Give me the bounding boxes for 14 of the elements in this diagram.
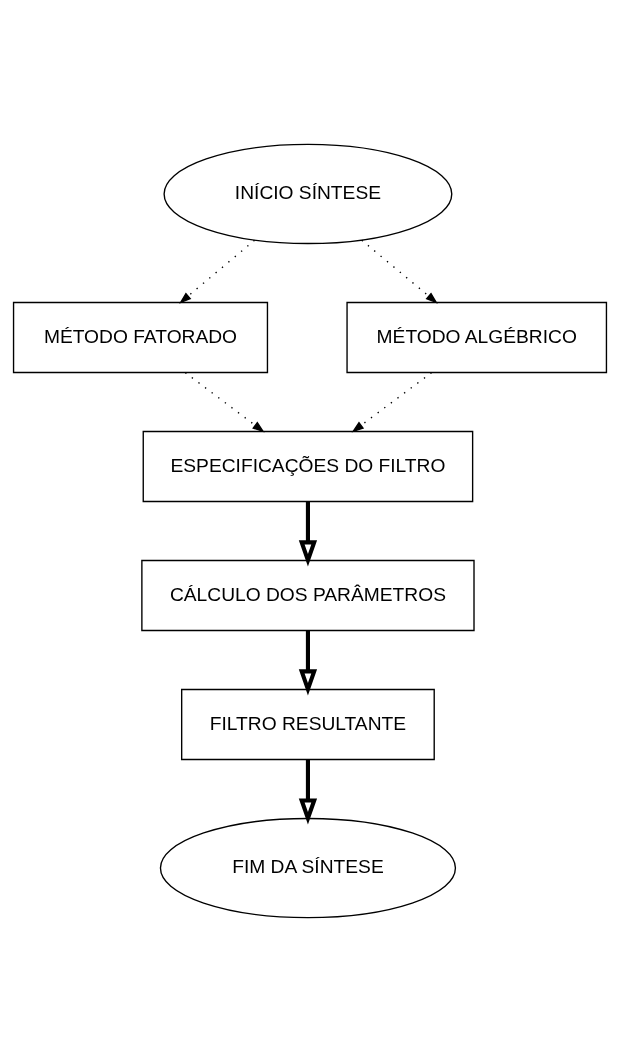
arrow	[298, 501, 318, 566]
arrow	[361, 239, 438, 304]
arrow	[184, 371, 265, 432]
node-box: CÁLCULO DOS PARÂMETROS	[141, 559, 475, 631]
node-box: MÉTODO FATORADO	[12, 301, 269, 373]
arrow	[298, 630, 318, 695]
node-box: MÉTODO ALGÉBRICO	[346, 301, 608, 373]
arrow	[351, 371, 433, 432]
arrow	[179, 239, 256, 304]
node-ellipse: FIM DA SÍNTESE	[159, 817, 457, 918]
node-box: FILTRO RESULTANTE	[181, 688, 435, 760]
node-ellipse: INÍCIO SÍNTESE	[163, 143, 453, 244]
node-box: ESPECIFICAÇÕES DO FILTRO	[142, 430, 474, 502]
arrow	[298, 759, 318, 825]
